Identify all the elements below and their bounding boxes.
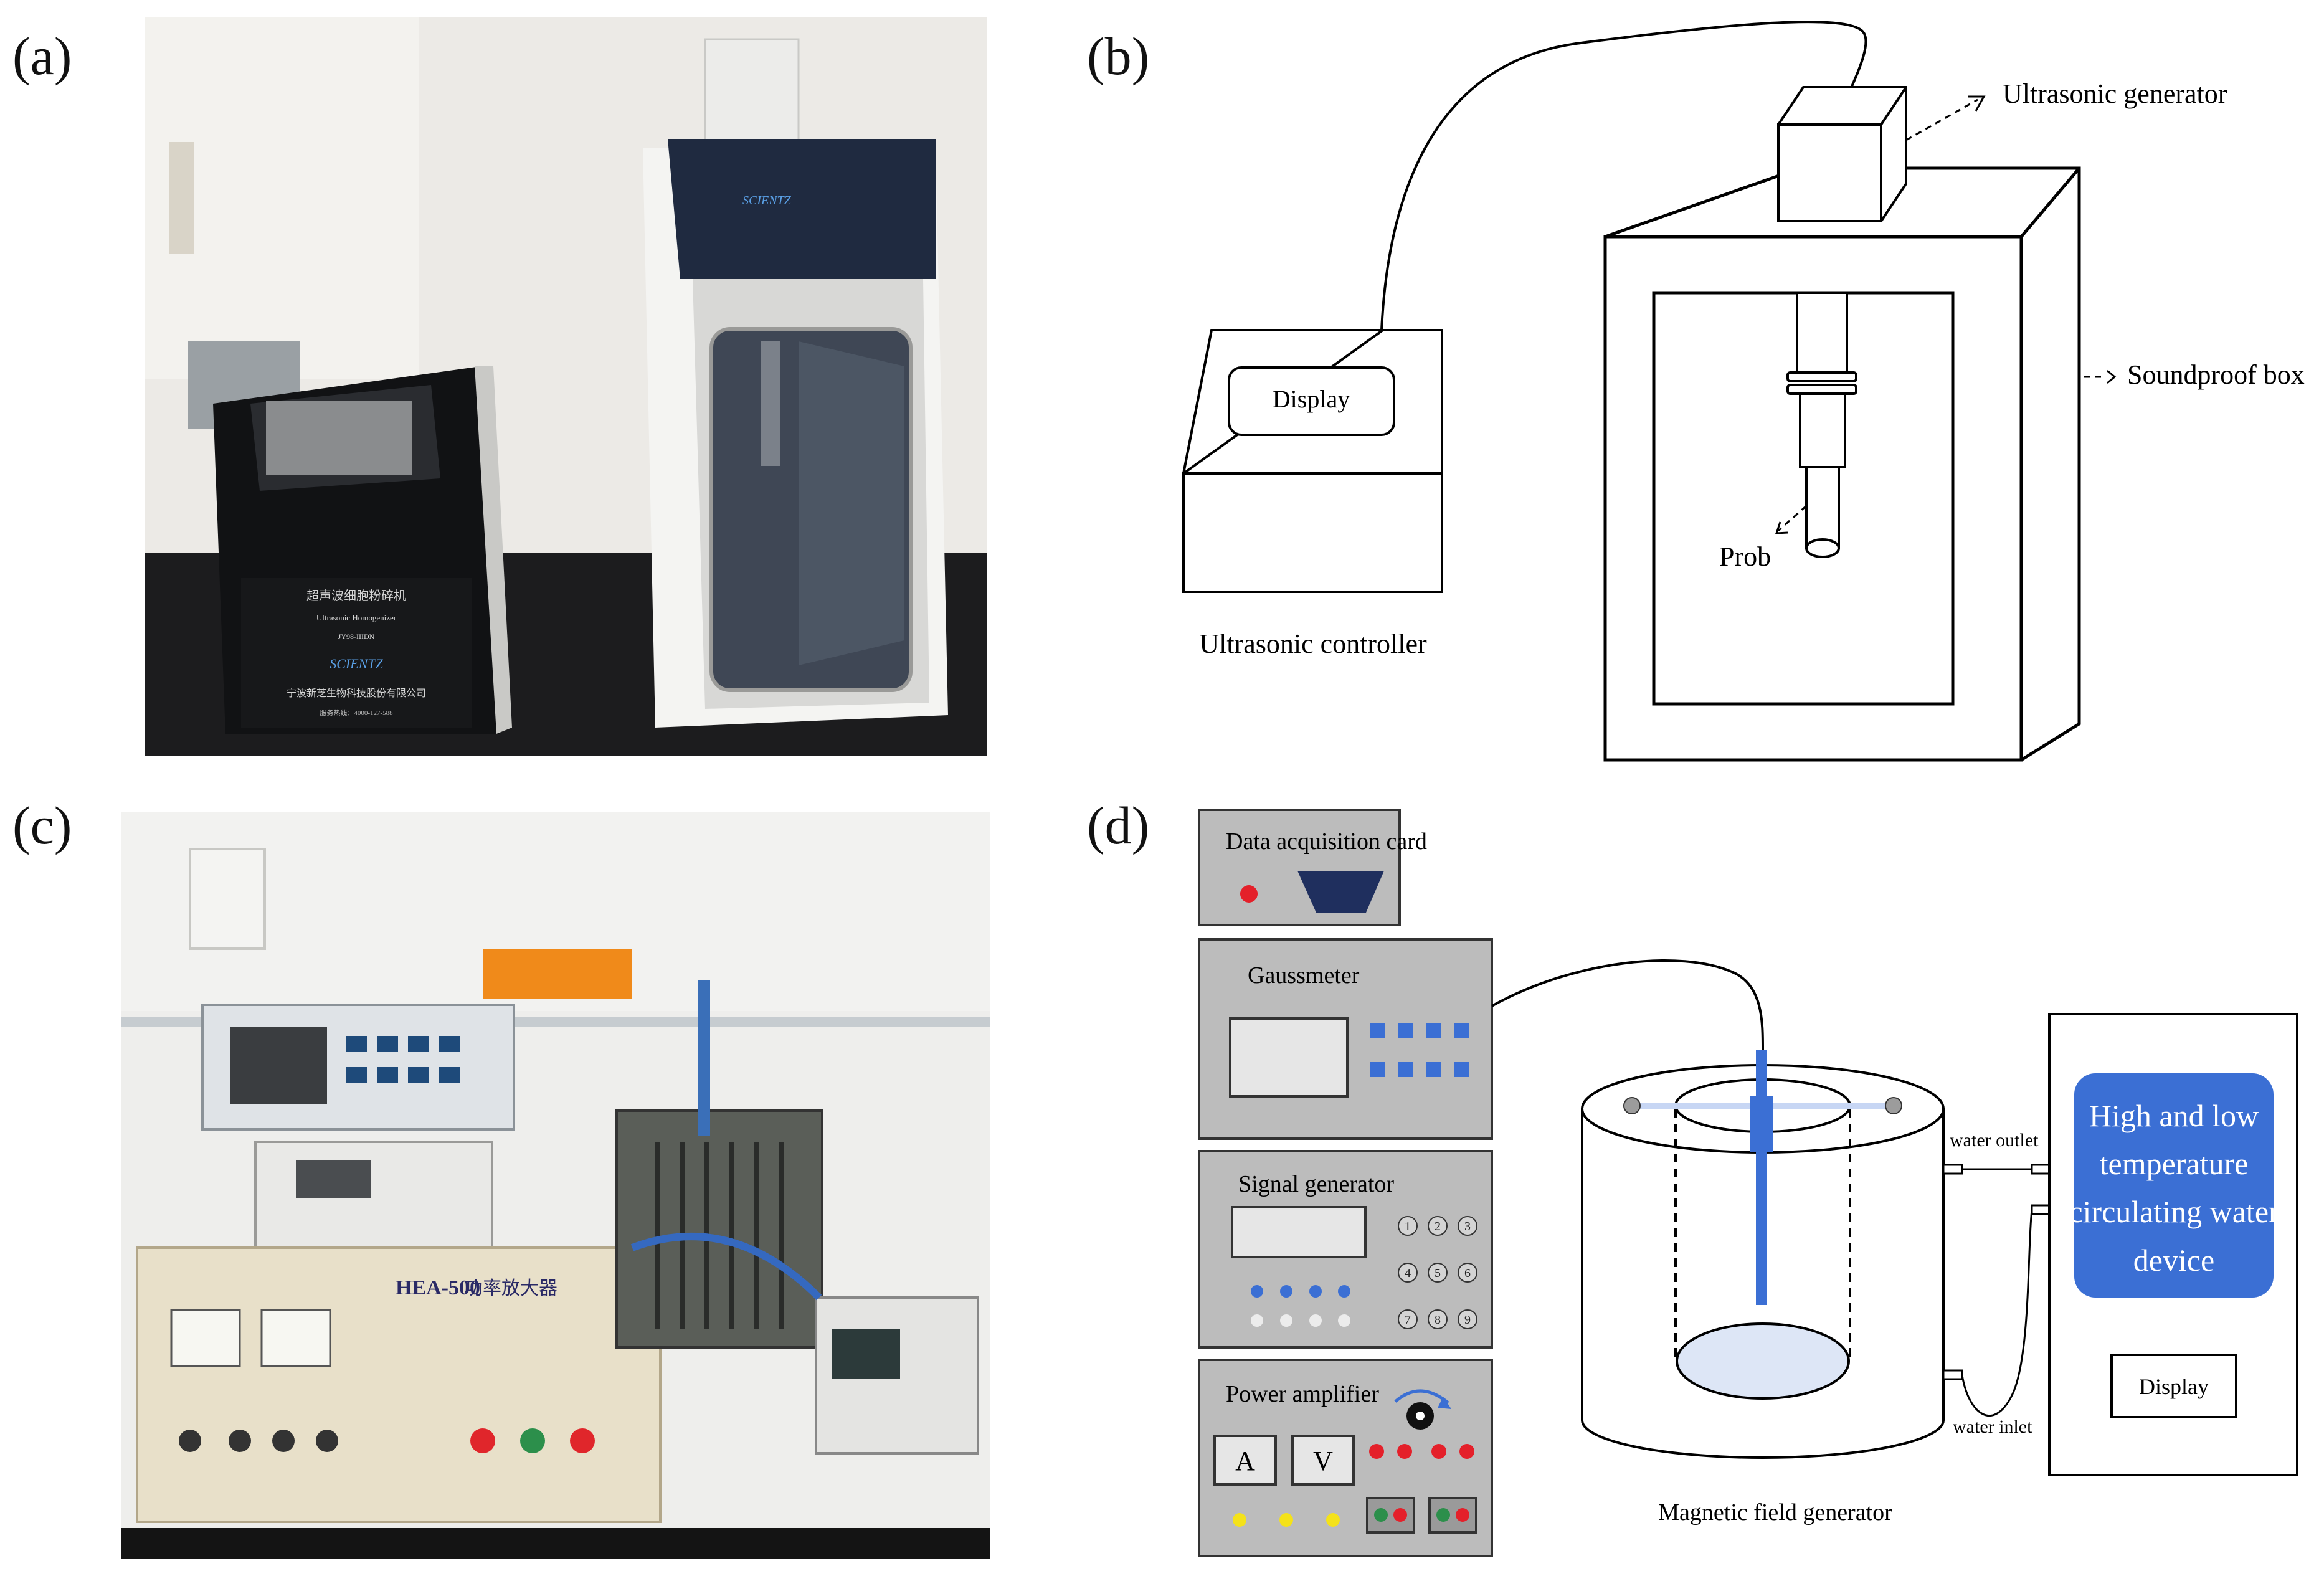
soundproof-box-label: Soundproof box [2127, 359, 2305, 390]
power-amplifier: Power amplifier A V [1198, 1359, 1493, 1557]
homogenizer-brand-text: SCIENTZ [742, 194, 792, 207]
circulator-display-label: Display [2139, 1374, 2209, 1399]
controller-company-text: 宁波新芝生物科技股份有限公司 [287, 688, 426, 699]
amplifier-label-text: HEA-500 [396, 1276, 480, 1299]
keypad-key-2: 2 [1435, 1220, 1441, 1233]
controller-display-frame [1228, 366, 1395, 436]
keypad-key-3: 3 [1464, 1220, 1471, 1233]
probe-rod [1756, 1050, 1767, 1305]
keypad-key-8: 8 [1435, 1313, 1441, 1327]
keypad-key-4: 4 [1405, 1266, 1411, 1280]
circulator-title-line1: High and low [2089, 1098, 2259, 1133]
photo-ultrasonic-homogenizer: 超声波细胞粉碎机 Ultrasonic Homogenizer JY98-III… [145, 17, 987, 756]
keypad-key-5: 5 [1435, 1266, 1441, 1280]
generator-arrow [1905, 98, 1978, 141]
panel-label-d: (d) [1087, 795, 1150, 855]
signal-generator: Signal generator 1 2 3 4 5 6 7 8 9 [1198, 1150, 1493, 1349]
diagram-ultrasonic-setup: Display Ultrasonic controller Ultrasonic… [1182, 21, 2305, 762]
circulator-display-frame [2110, 1354, 2237, 1418]
controller-cable [1380, 21, 1867, 331]
magnetic-field-generator [1581, 1064, 1945, 1459]
ultrasonic-controller-label: Ultrasonic controller [1199, 629, 1427, 659]
probe [1786, 292, 1857, 558]
controller-hotline-text: 服务热线：4000-127-588 [320, 708, 393, 717]
signal-generator-label: Signal generator [1238, 1171, 1394, 1197]
ultrasonic-controller [1182, 329, 1443, 593]
controller-brand-text: SCIENTZ [330, 656, 383, 672]
signal-generator-screen [1231, 1206, 1367, 1258]
controller-en-text: Ultrasonic Homogenizer [316, 613, 397, 622]
gaussmeter: Gaussmeter [1198, 938, 1493, 1140]
daq-indicator-icon [1240, 885, 1258, 903]
controller-display-label: Display [1273, 385, 1350, 413]
data-acquisition-card: Data acquisition card [1198, 809, 1427, 926]
data-acquisition-card-label: Data acquisition card [1226, 828, 1427, 855]
controller-cn-text: 超声波细胞粉碎机 [306, 589, 406, 603]
power-amplifier-label: Power amplifier [1226, 1381, 1379, 1407]
daq-port-icon [1297, 871, 1384, 913]
keypad-key-9: 9 [1464, 1313, 1471, 1327]
panel-label-a: (a) [12, 26, 72, 86]
prob-label: Prob [1719, 541, 1771, 572]
circulator-title-line2: temperature [2100, 1146, 2249, 1181]
ammeter-button [1213, 1435, 1277, 1486]
gaussmeter-label: Gaussmeter [1248, 962, 1360, 989]
gaussmeter-cable [1491, 959, 1764, 1050]
panel-label-c: (c) [12, 795, 72, 855]
keypad-key-1: 1 [1405, 1220, 1411, 1233]
amplifier-title-text: 功率放大器 [464, 1278, 557, 1299]
ammeter-label: A [1235, 1446, 1255, 1476]
keypad-key-6: 6 [1464, 1266, 1471, 1280]
knob-icon [1394, 1389, 1451, 1430]
circulator-title-line4: device [2133, 1243, 2214, 1278]
ultrasonic-generator [1777, 86, 1907, 222]
magnetic-field-generator-label: Magnetic field generator [1658, 1499, 1892, 1526]
controller-model-text: JY98-IIIDN [338, 632, 375, 641]
water-inlet-label: water inlet [1953, 1417, 2032, 1437]
water-outlet-label: water outlet [1950, 1130, 2039, 1151]
keypad-key-7: 7 [1405, 1313, 1411, 1327]
voltmeter-label: V [1313, 1446, 1333, 1476]
diagram-magnetic-setup: Data acquisition card Gaussmeter Signal … [1198, 809, 2298, 1557]
panel-label-b: (b) [1087, 26, 1150, 86]
circulator-title-line3: circulating water [2069, 1194, 2279, 1229]
ultrasonic-generator-label: Ultrasonic generator [2003, 78, 2227, 109]
photo-experimental-setup: HEA-500 功率放大器 [121, 812, 990, 1559]
circulating-water-device: High and low temperature circulating wat… [2048, 1013, 2298, 1476]
gaussmeter-screen [1229, 1017, 1349, 1098]
voltmeter-button [1291, 1435, 1355, 1486]
